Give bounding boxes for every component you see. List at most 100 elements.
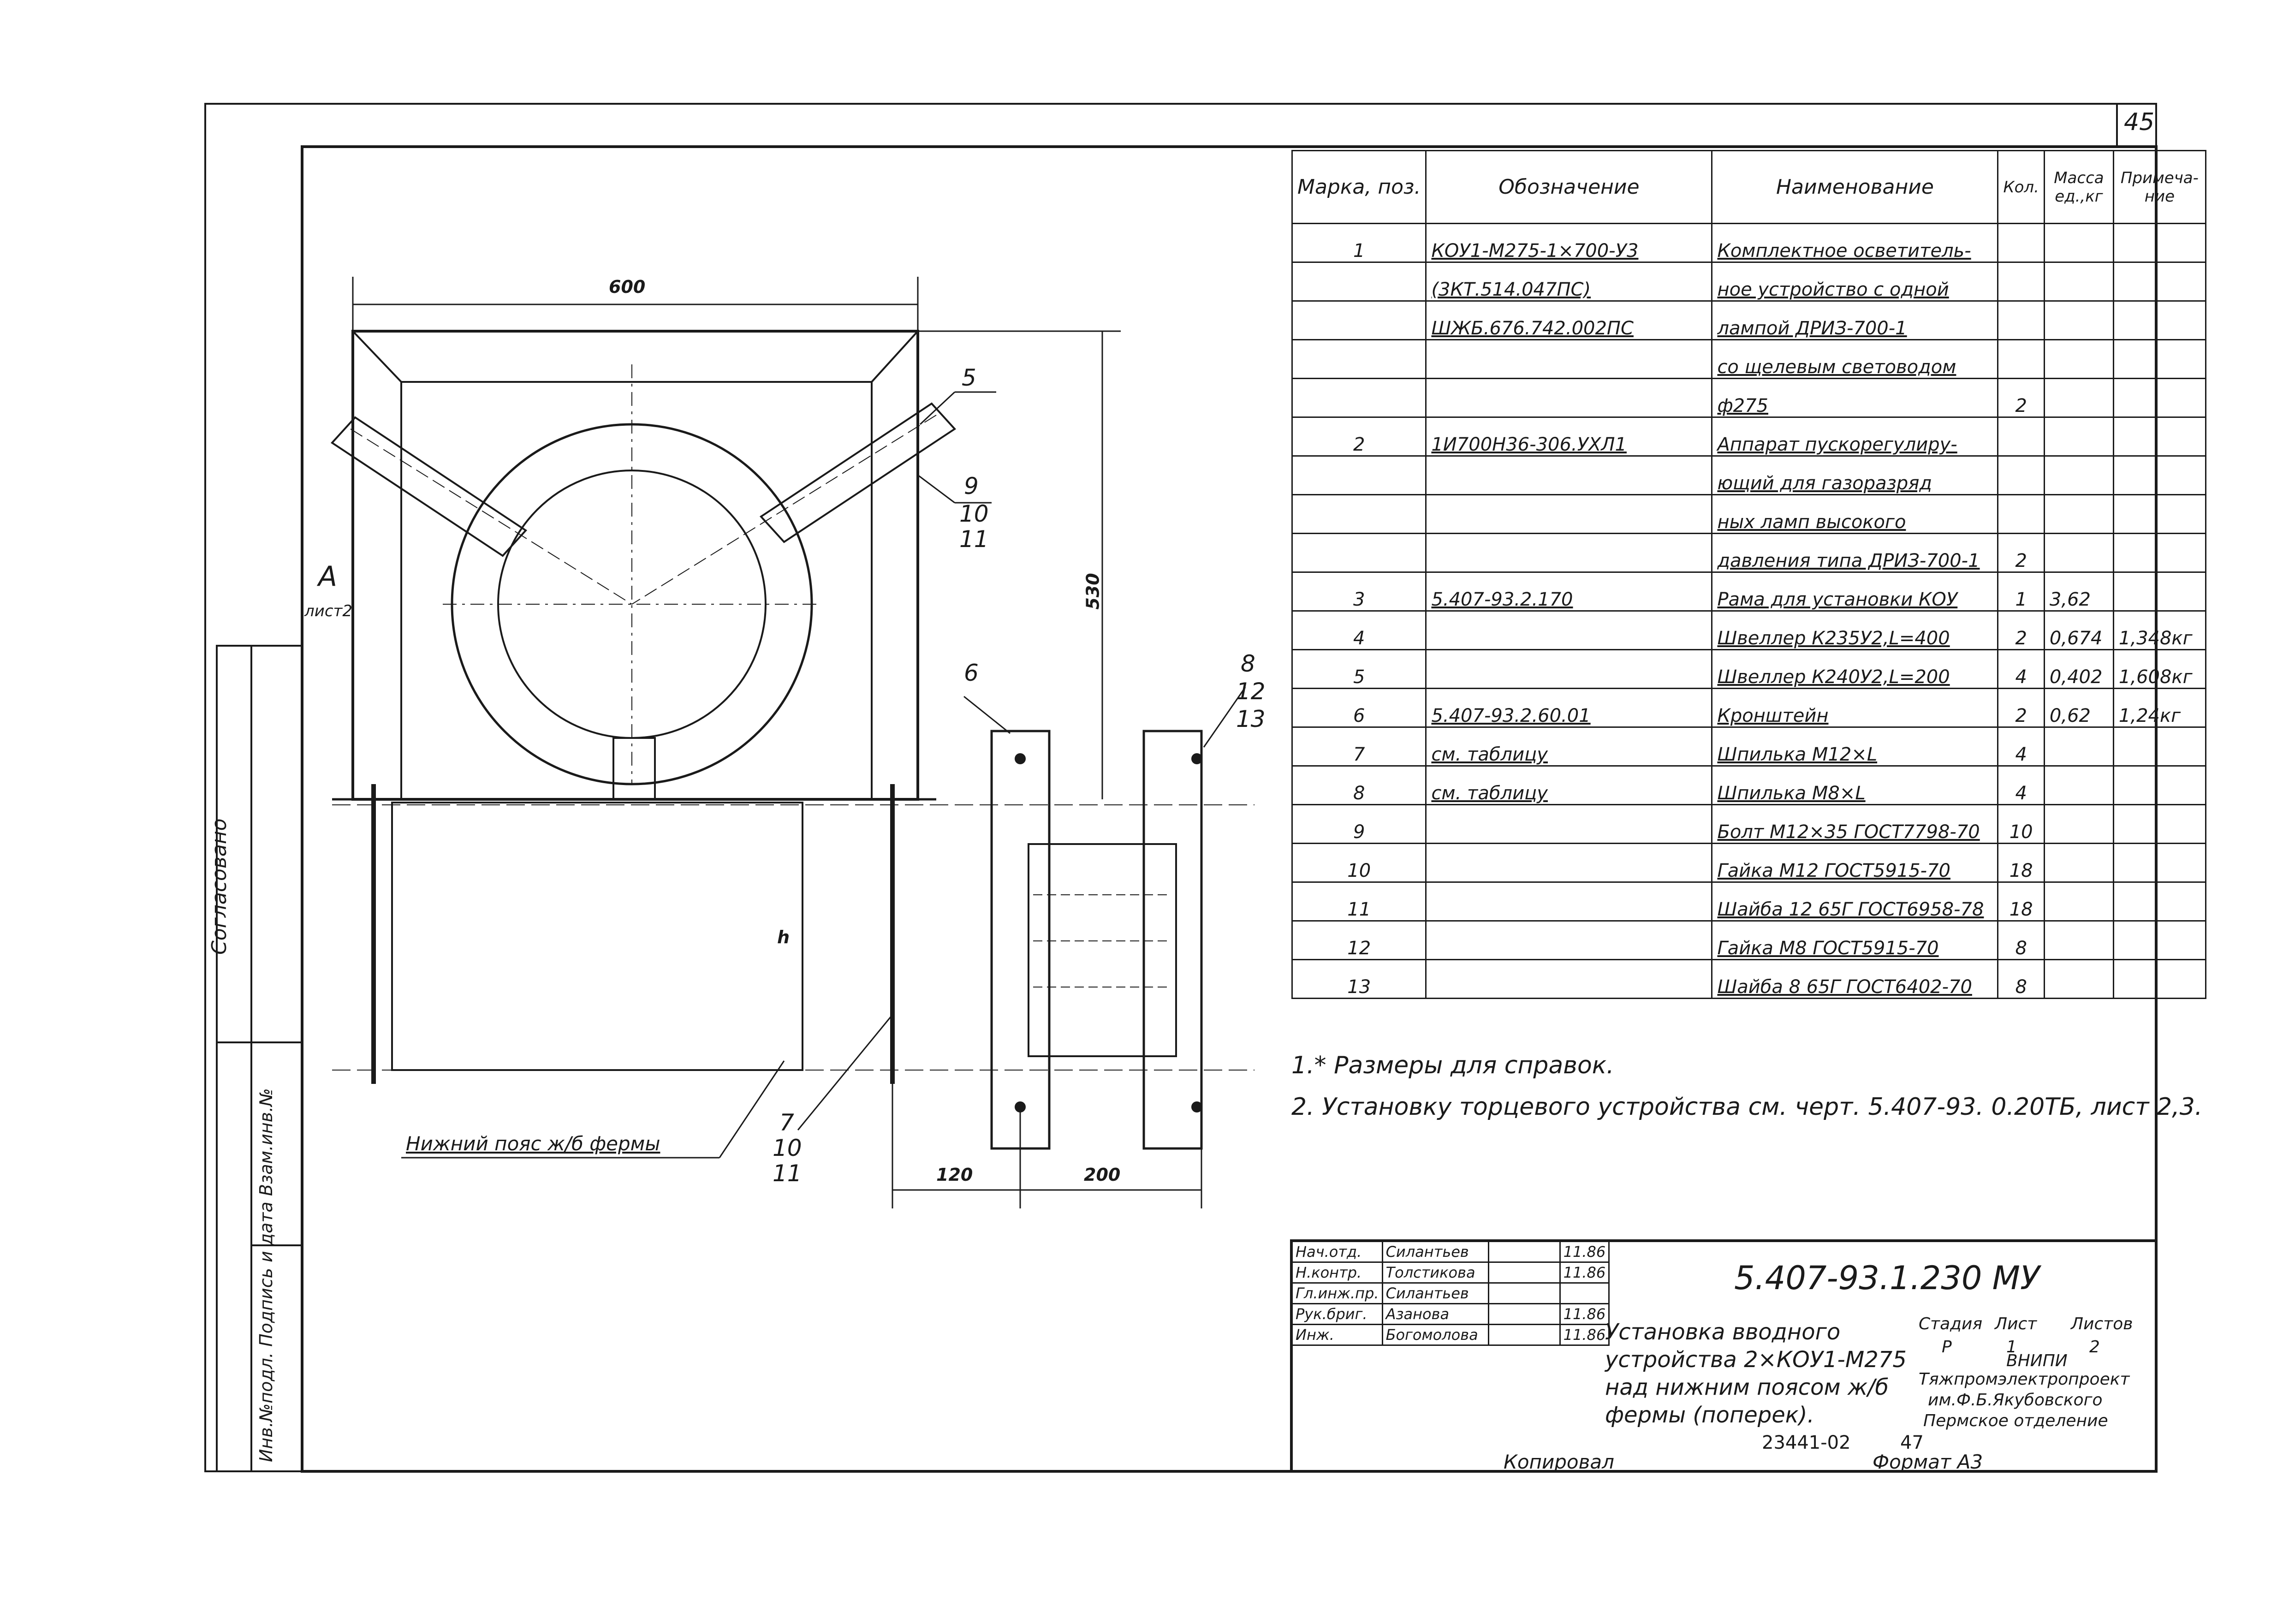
bracket-diag-right [631, 415, 937, 605]
spec-row: ющий для газоразряд [1291, 455, 2206, 495]
spec-cell-mass: 0,62 [2043, 688, 2114, 728]
spec-cell-qty [1997, 494, 2045, 534]
spec-cell-mass [2043, 416, 2114, 457]
spec-cell-note [2112, 920, 2206, 960]
stamp-name: Богомолова [1381, 1324, 1489, 1346]
stamp-row: Гл.инж.пр.Силантьев [1291, 1282, 1610, 1304]
stamp-signature [1487, 1324, 1561, 1346]
spec-cell-qty [1997, 300, 2045, 340]
spec-cell-name: лампой ДРИЗ-700-1 [1711, 300, 1999, 340]
spec-cell-des: 1И700Н36-306.УХЛ1 [1425, 416, 1713, 457]
spec-cell-note [2112, 804, 2206, 844]
spec-cell-des [1425, 339, 1713, 379]
spec-cell-des: 5.407-93.2.170 [1425, 571, 1713, 612]
spec-cell-note [2112, 416, 2206, 457]
stage-value: Р [1942, 1338, 1952, 1356]
spec-cell-des [1425, 843, 1713, 883]
spec-cell-pos: 2 [1291, 416, 1427, 457]
spec-cell-note [2112, 726, 2206, 767]
spec-cell-qty [1997, 455, 2045, 495]
stamp-role: Инж. [1291, 1324, 1383, 1346]
spec-cell-pos: 12 [1291, 920, 1427, 960]
spec-cell-qty: 4 [1997, 649, 2045, 689]
callout-10: 10 [959, 500, 989, 527]
side-hole-4 [1191, 1101, 1202, 1112]
spec-cell-des: см. таблицу [1425, 726, 1713, 767]
spec-cell-note [2112, 881, 2206, 922]
title-line-1: Установка вводного [1605, 1319, 1841, 1345]
org-line-4: Пермское отделение [1923, 1411, 2108, 1430]
spec-cell-des [1425, 378, 1713, 418]
archive-number: 23441-02 [1762, 1432, 1851, 1453]
spec-cell-des: КОУ1-М275-1×700-У3 [1425, 223, 1713, 263]
spec-cell-mass [2043, 223, 2114, 263]
spec-cell-pos: 1 [1291, 223, 1427, 263]
spec-cell-note [2112, 378, 2206, 418]
format-label: Формат А3 [1873, 1451, 1983, 1473]
spec-header-row: Марка, поз. Обозначение Наименование Кол… [1291, 150, 2206, 224]
spec-cell-name: ное устройство с одной [1711, 262, 1999, 302]
spec-cell-pos [1291, 262, 1427, 302]
spec-cell-mass [2043, 339, 2114, 379]
spec-cell-name: Гайка М8 ГОСТ5915-70 [1711, 920, 1999, 960]
spec-cell-pos: 5 [1291, 649, 1427, 689]
bracket-diag-left [350, 428, 632, 605]
spec-cell-mass [2043, 262, 2114, 302]
leader-5-diag [919, 391, 956, 425]
sheets-label: Листов [2071, 1315, 2133, 1333]
side-channel-right [1142, 730, 1203, 1150]
specification-table: Марка, поз. Обозначение Наименование Кол… [1291, 150, 2206, 999]
stamp-name: Силантьев [1381, 1241, 1489, 1263]
spec-cell-note: 1,348кг [2112, 610, 2206, 650]
side-stamp-box [216, 645, 303, 1472]
dim-600: 600 [609, 277, 646, 297]
side-hole-2 [1191, 753, 1202, 764]
spec-cell-name: Рама для установки КОУ [1711, 571, 1999, 612]
bracket-right [759, 402, 957, 543]
stamp-name: Толстикова [1381, 1261, 1489, 1284]
stamp-date [1559, 1282, 1610, 1304]
lower-chord [391, 802, 803, 1071]
org-line-2: Тяжпромэлектропроект [1919, 1370, 2130, 1389]
view-label: A [318, 560, 338, 593]
spec-row: ных ламп высокого [1291, 494, 2206, 534]
leader-6 [963, 696, 1011, 734]
view-sheet-label: лист2 [304, 602, 352, 620]
frame-corner-tr [871, 330, 919, 383]
spec-cell-name: Гайка М12 ГОСТ5915-70 [1711, 843, 1999, 883]
spec-cell-note [2112, 494, 2206, 534]
note-1: 1.* Размеры для справок. [1291, 1052, 1614, 1079]
stage-label: Стадия [1919, 1315, 1983, 1333]
spec-cell-name: ющий для газоразряд [1711, 455, 1999, 495]
leader-8 [1203, 687, 1246, 748]
stamp-signature [1487, 1282, 1561, 1304]
spec-header-name: Наименование [1711, 150, 1999, 224]
title-line-4: фермы (поперек). [1605, 1402, 1814, 1428]
spec-cell-des: ШЖБ.676.742.002ПС [1425, 300, 1713, 340]
spec-cell-des [1425, 804, 1713, 844]
sheet-value: 1 [2006, 1338, 2017, 1356]
stamp-signature [1487, 1261, 1561, 1284]
leader-lower-chord-diag [719, 1060, 785, 1158]
spec-cell-name: Шайба 12 65Г ГОСТ6958-78 [1711, 881, 1999, 922]
side-hole-1 [1015, 753, 1026, 764]
spec-cell-mass [2043, 300, 2114, 340]
spec-cell-des [1425, 959, 1713, 999]
page-number: 45 [2124, 108, 2155, 136]
spec-cell-pos: 8 [1291, 765, 1427, 805]
callout-12: 12 [1236, 678, 1266, 705]
spec-cell-des [1425, 455, 1713, 495]
spec-cell-qty: 2 [1997, 688, 2045, 728]
spec-cell-note [2112, 533, 2206, 573]
